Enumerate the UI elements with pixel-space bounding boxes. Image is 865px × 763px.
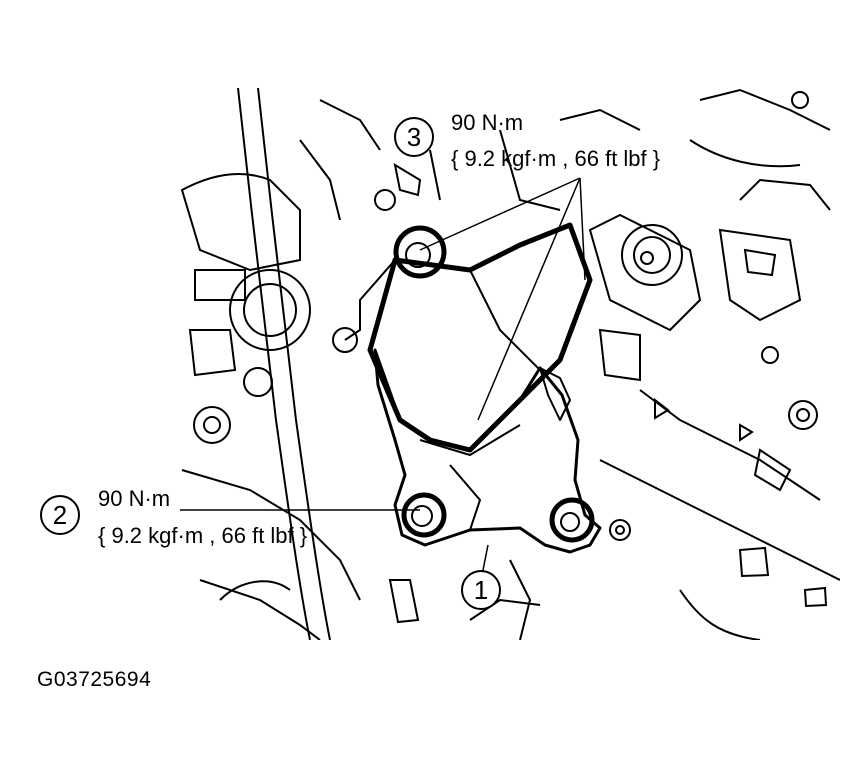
callout-2-number: 2 [53, 500, 67, 530]
callout-1-circle [461, 570, 501, 610]
callout-2-torque-nm: 90 N·m [98, 486, 170, 511]
leader-lines [180, 177, 586, 576]
bolt-callout-3 [393, 225, 447, 279]
callout-3-number: 3 [407, 122, 421, 152]
callout-1: 1 [461, 570, 501, 610]
callout-2: 2 90 N·m { 9.2 kgf·m , 66 ft lbf } [40, 486, 307, 548]
figure-id: G03725694 [37, 668, 152, 691]
callout-1-number: 1 [474, 575, 488, 605]
callout-3-circle [394, 117, 434, 157]
callout-2-torque-alt: { 9.2 kgf·m , 66 ft lbf } [98, 523, 307, 548]
bolt-callout-2 [401, 492, 447, 538]
engine-bay-background [180, 87, 840, 640]
callout-3: 3 90 N·m { 9.2 kgf·m , 66 ft lbf } [394, 110, 660, 171]
callout-3-torque-nm: 90 N·m [451, 110, 523, 135]
engine-mount-bracket [344, 222, 602, 554]
bolt-callout-1 [549, 497, 595, 543]
callout-2-circle [40, 495, 80, 535]
callout-3-torque-alt: { 9.2 kgf·m , 66 ft lbf } [451, 146, 660, 171]
